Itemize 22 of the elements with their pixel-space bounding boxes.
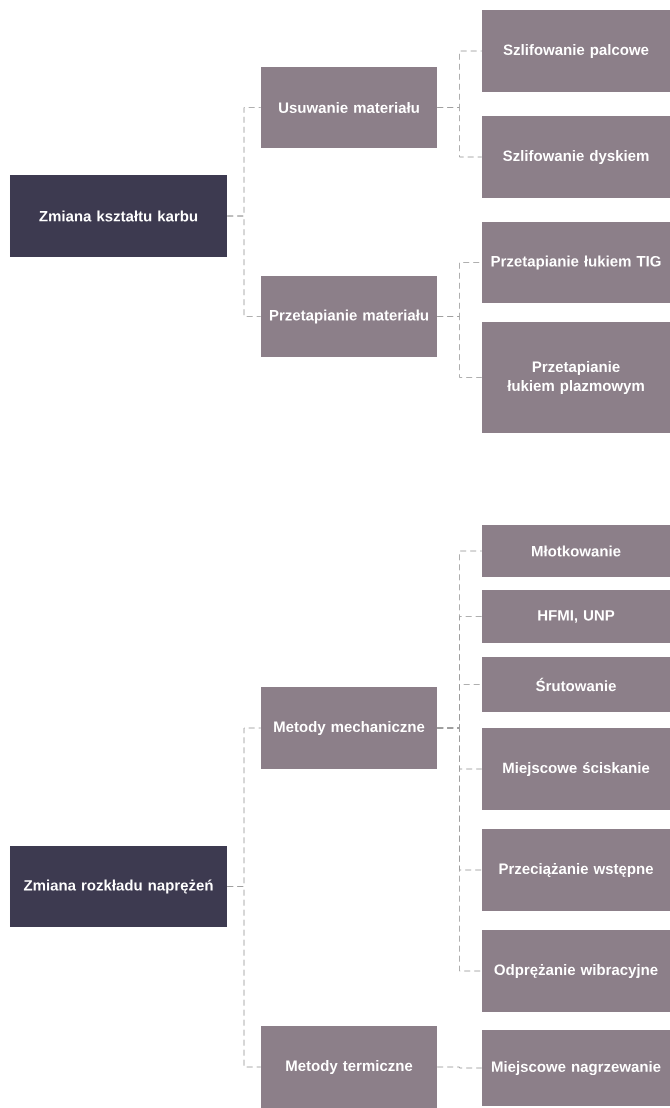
category-box: Zmiana kształtu karbu — [10, 175, 227, 257]
method-box: Szlifowanie dyskiem — [482, 116, 670, 198]
method-box: Młotkowanie — [482, 525, 670, 577]
group-box: Metody termiczne — [261, 1026, 437, 1108]
method-box: Przetapianie łukiem plazmowym — [482, 322, 670, 433]
method-box: Śrutowanie — [482, 657, 670, 712]
method-box: Odprężanie wibracyjne — [482, 930, 670, 1012]
group-box: Metody mechaniczne — [261, 687, 437, 769]
connector-line — [226, 886, 262, 1068]
method-box: Miejscowe ściskanie — [482, 728, 670, 810]
method-box: Szlifowanie palcowe — [482, 10, 670, 92]
category-box: Zmiana rozkładu naprężeń — [10, 846, 227, 927]
method-box: HFMI, UNP — [482, 590, 670, 643]
connector-line — [436, 1066, 483, 1069]
group-box: Przetapianie materiału — [261, 276, 437, 357]
method-box: Miejscowe nagrzewanie — [482, 1030, 670, 1106]
connector-line — [436, 107, 483, 158]
connector-line — [226, 215, 262, 317]
group-box: Usuwanie materiału — [261, 67, 437, 148]
method-box: Przetapianie łukiem TIG — [482, 222, 670, 303]
connector-line — [436, 316, 483, 378]
method-box: Przeciążanie wstępne — [482, 829, 670, 911]
